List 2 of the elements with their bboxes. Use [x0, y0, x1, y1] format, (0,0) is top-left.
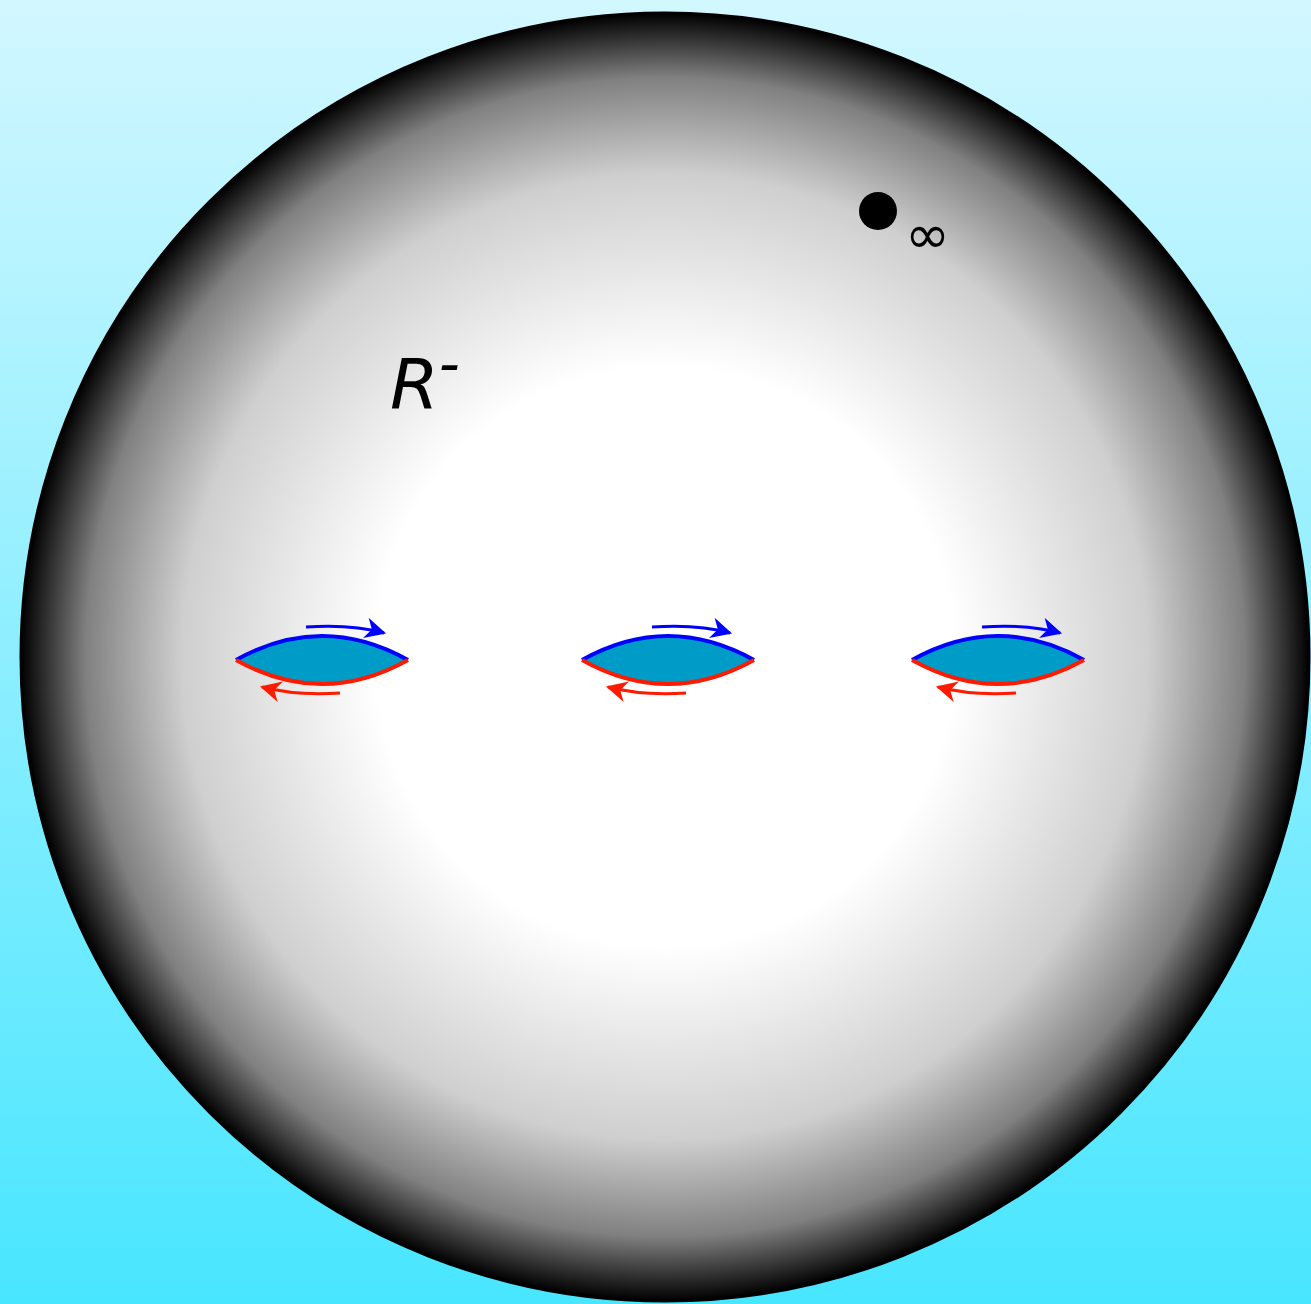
infinity-label: ∞ — [905, 208, 950, 262]
region-label: R$^{-}$ — [390, 335, 460, 420]
